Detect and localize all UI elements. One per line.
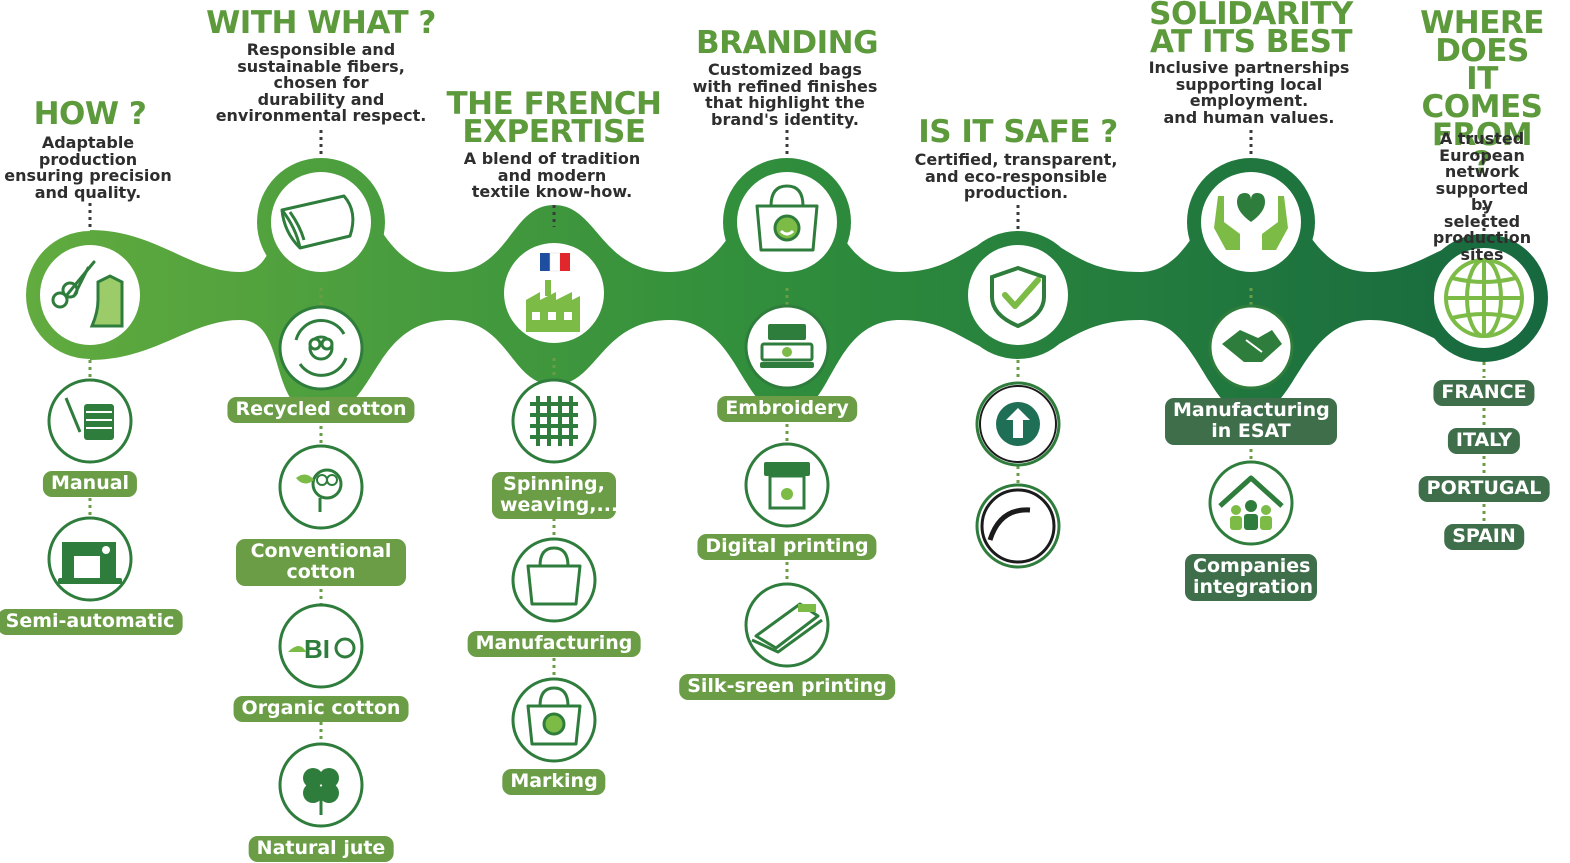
item-label: Digital printing: [697, 534, 877, 560]
country-label: FRANCE: [1433, 380, 1535, 406]
stage-description: Inclusive partnerships supporting local …: [1148, 58, 1350, 127]
item-label: Organic cotton: [233, 696, 409, 722]
stage-title: BRANDING: [695, 25, 879, 61]
weave-icon: [530, 396, 578, 446]
handshake-icon: [1222, 330, 1282, 362]
needle-thread-icon: [64, 397, 114, 440]
recycled-cotton-icon: [294, 318, 348, 377]
svg-text:BI: BI: [304, 634, 330, 664]
country-label: ITALY: [1447, 428, 1521, 454]
country-label: SPAIN: [1444, 524, 1524, 550]
item-label: Embroidery: [717, 396, 857, 422]
grs-logo-icon: [980, 488, 1056, 564]
stage-description: Responsible and sustainable fibers, chos…: [215, 40, 427, 125]
item-label: Semi-automatic: [0, 609, 183, 635]
bio-cotton-icon: BI: [288, 634, 356, 664]
jute-leaf-icon: [303, 768, 339, 815]
digital-printer-icon: [764, 462, 810, 510]
stage-description: A blend of tradition and modern textile …: [463, 149, 641, 201]
item-label: Manufacturing in ESAT: [1165, 398, 1337, 445]
shield-check-icon: [990, 265, 1046, 329]
stage-description: Adaptable production ensuring precision …: [4, 133, 172, 202]
screen-print-icon: [751, 602, 823, 654]
hands-heart-icon: [1214, 193, 1288, 250]
country-label: PORTUGAL: [1418, 476, 1550, 502]
item-label: Manufacturing: [467, 631, 641, 657]
smiley-bag-icon: [755, 184, 819, 252]
item-label: Recycled cotton: [227, 397, 415, 423]
scissors-pattern-icon: [51, 260, 124, 328]
item-label: Conventional cotton: [236, 539, 406, 586]
item-label: Companies integration: [1185, 554, 1317, 601]
house-people-icon: [1218, 475, 1284, 530]
item-label: Silk-sreen printing: [679, 674, 895, 700]
fabric-roll-icon: [280, 194, 355, 250]
item-label: Marking: [502, 769, 606, 795]
french-factory-icon: [526, 252, 580, 332]
dotted-connectors: [88, 130, 1486, 232]
item-label: Natural jute: [248, 836, 394, 862]
smiley-bag-icon: [526, 686, 582, 746]
globe-icon: [1444, 258, 1524, 338]
cotton-plant-icon: [296, 468, 343, 512]
stage-title: THE FRENCH EXPERTISE: [446, 86, 662, 150]
stage-title: IS IT SAFE ?: [918, 114, 1118, 150]
embroidery-machine-icon: [760, 324, 814, 368]
stage-title: WITH WHAT ?: [206, 5, 436, 41]
stage-description: A trusted European network supported by …: [1432, 129, 1532, 264]
stage-description: Certified, transparent, and eco-responsi…: [914, 150, 1118, 202]
stage-title: WHERE DOES IT COMES FROM ?: [1420, 5, 1544, 181]
stage-description: Customized bags with refined finishes th…: [692, 60, 878, 129]
stage-title: SOLIDARITY AT ITS BEST: [1149, 0, 1353, 60]
item-label: Manual: [42, 471, 138, 497]
gots-logo-icon: [979, 385, 1057, 463]
item-connectors: [88, 288, 1486, 744]
sewing-machine-icon: [58, 542, 122, 584]
item-label: Spinning, weaving,...: [492, 472, 618, 519]
bag-icon: [526, 546, 582, 606]
stage-title: HOW ?: [33, 96, 147, 132]
